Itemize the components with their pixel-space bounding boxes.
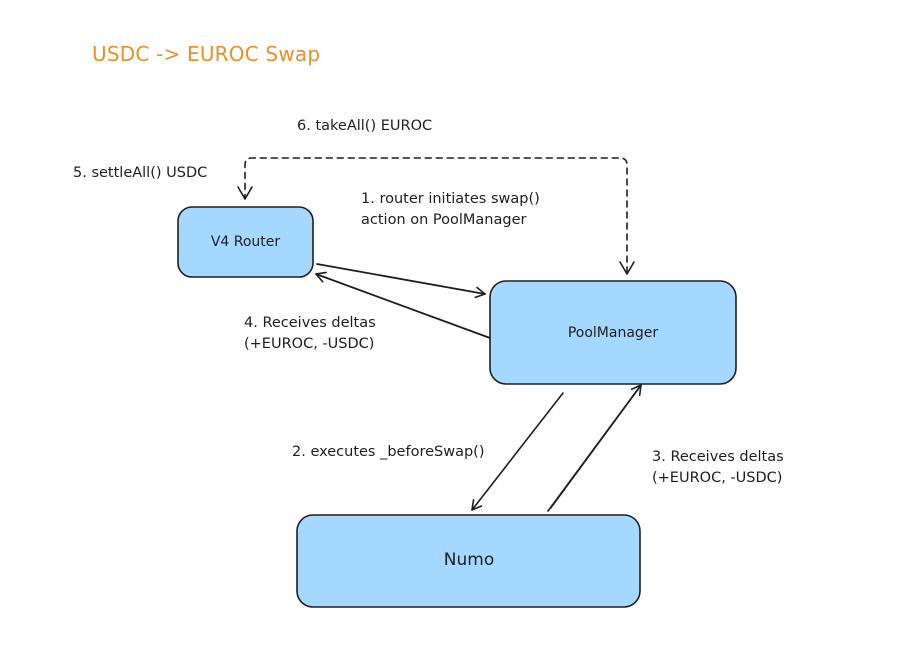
dashed-arrowhead-router-icon [237,186,253,200]
step-5-label: 5. settleAll() USDC [73,165,208,181]
pool-manager-label: PoolManager [568,325,659,341]
step-6-label: 6. takeAll() EUROC [297,118,433,134]
numo-label: Numo [444,550,494,570]
step-3-label: 3. Receives deltas (+EUROC, -USDC) [652,449,784,486]
dashed-arrowhead-poolmanager-icon [619,261,635,275]
step-1-label: 1. router initiates swap() action on Poo… [361,191,540,228]
dashed-connector-router-poolmanager [244,157,628,274]
diagram-title: USDC -> EUROC Swap [92,42,321,66]
step-4-label: 4. Receives deltas (+EUROC, -USDC) [244,315,376,352]
arrow-router-to-poolmanager [316,263,486,299]
arrow-poolmanager-to-router [315,271,491,339]
numo-node: Numo [296,514,641,608]
v4-router-node: V4 Router [177,206,314,278]
pool-manager-node: PoolManager [489,280,737,385]
arrow-numo-to-poolmanager [547,384,642,512]
v4-router-label: V4 Router [211,234,281,250]
step-2-label: 2. executes _beforeSwap() [292,444,485,460]
arrow-poolmanager-to-numo [471,392,564,511]
